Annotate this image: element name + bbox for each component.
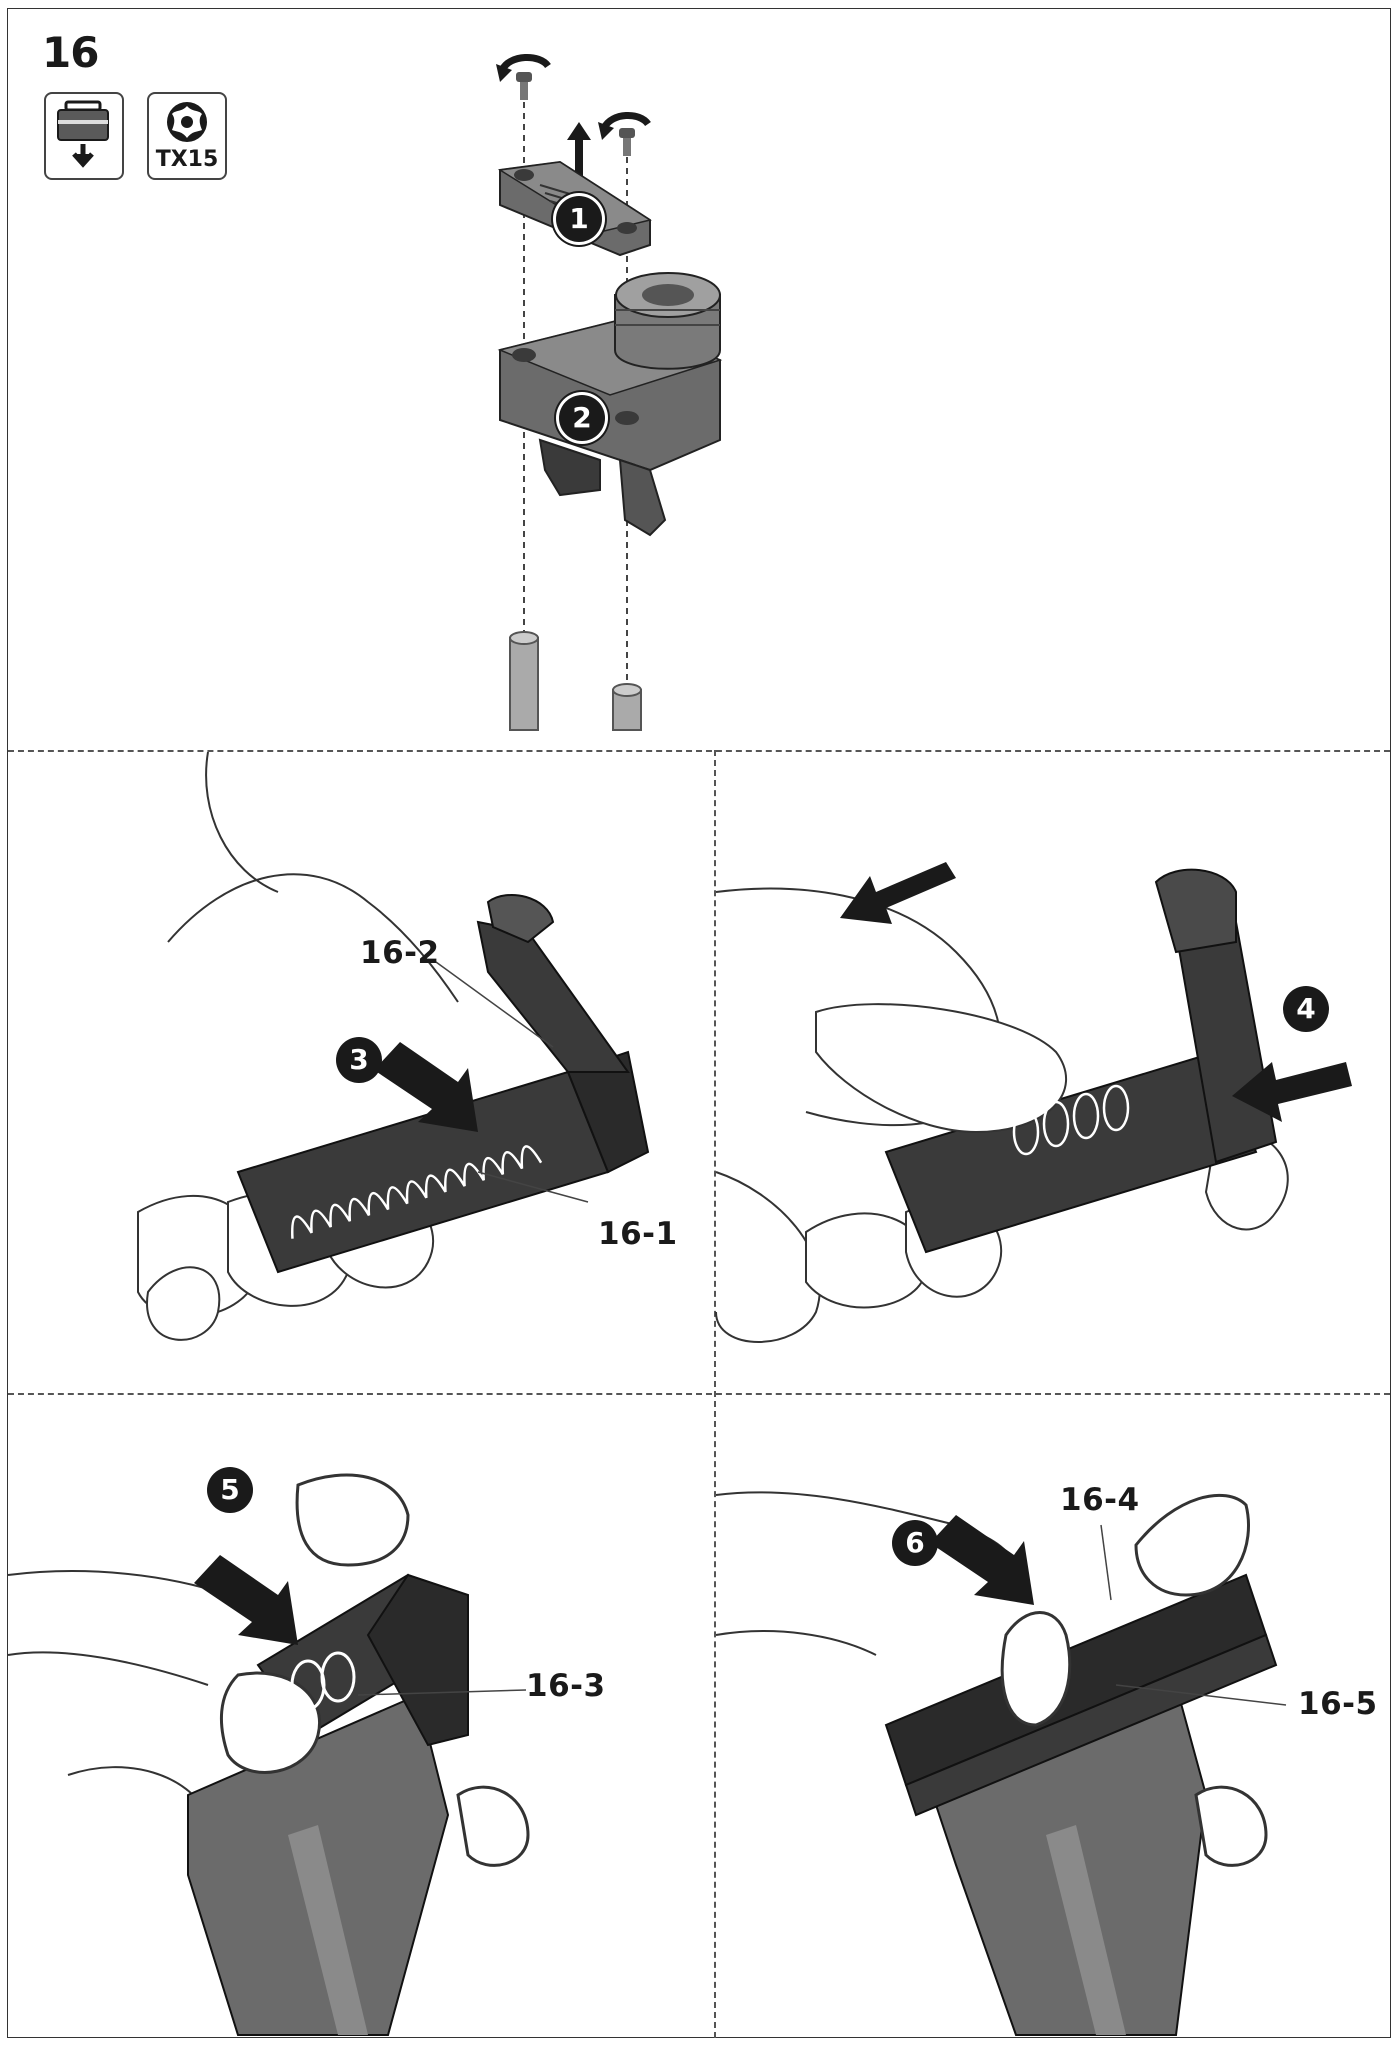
arrow-icon — [930, 1515, 1034, 1605]
rail-lock-drawing — [715, 1491, 1287, 2036]
rotate-ccw-icon — [498, 54, 551, 73]
screw-right-icon — [619, 128, 635, 156]
torx-bit-icon: TX15 — [147, 92, 227, 180]
step-badge-6: 6 — [892, 1520, 938, 1566]
bracket-insert-drawing — [715, 862, 1352, 1343]
torx-size-label: TX15 — [155, 147, 219, 172]
step-badge-5: 5 — [207, 1467, 253, 1513]
arrow-icon — [194, 1555, 298, 1645]
step-badge-1: 1 — [556, 196, 602, 242]
step-number: 16 — [42, 28, 99, 77]
step-badge-2: 2 — [559, 395, 605, 441]
step-badge-4: 4 — [1283, 986, 1329, 1032]
callout-16-2: 16-2 — [360, 935, 440, 971]
callout-16-5: 16-5 — [1298, 1686, 1378, 1722]
arrow-icon — [1232, 1062, 1352, 1122]
spring-compress-drawing — [137, 751, 650, 1341]
callout-16-4: 16-4 — [1060, 1482, 1140, 1518]
arrow-icon — [840, 862, 956, 924]
rail-mount-drawing — [7, 1473, 530, 2036]
divider-vertical — [714, 750, 716, 2038]
arrow-icon — [374, 1042, 478, 1132]
divider-middle — [8, 1393, 1390, 1395]
exploded-assembly-drawing — [496, 54, 723, 731]
screw-left-icon — [516, 72, 532, 100]
step-badge-3: 3 — [336, 1037, 382, 1083]
rotate-ccw-icon — [600, 112, 651, 131]
remove-from-case-icon — [44, 92, 124, 180]
callout-16-3: 16-3 — [526, 1668, 606, 1704]
page-frame — [7, 8, 1391, 2038]
callout-16-1: 16-1 — [598, 1216, 678, 1252]
divider-top — [8, 750, 1390, 752]
arrow-icon — [567, 122, 591, 178]
